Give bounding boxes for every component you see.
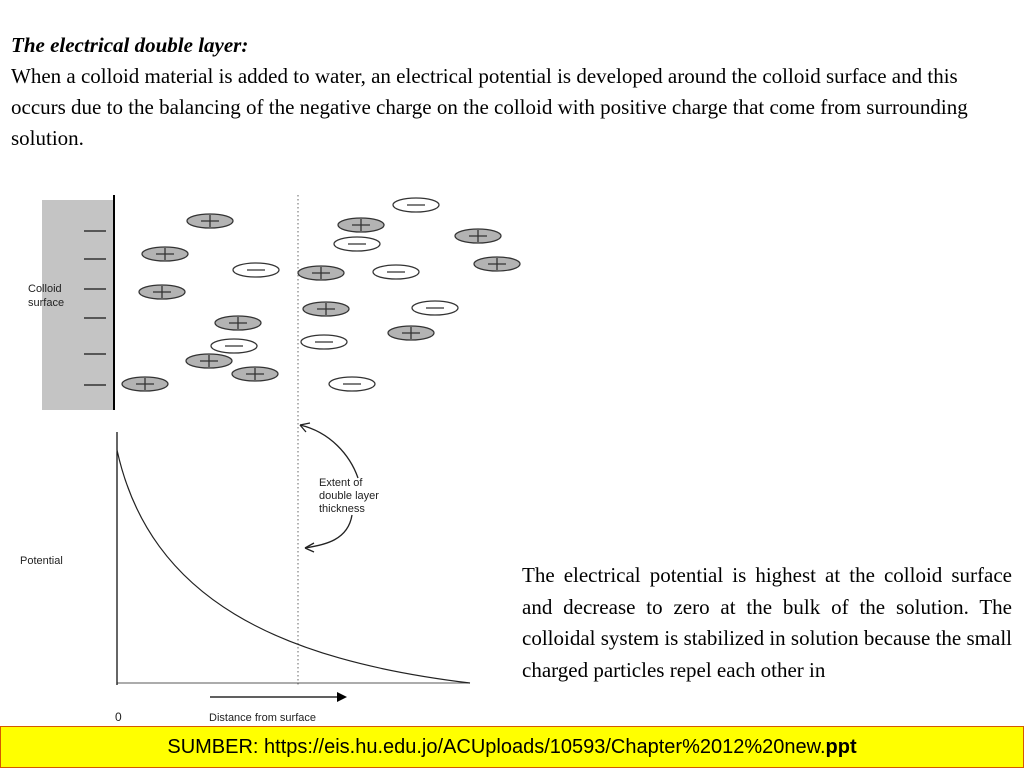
heading-block: The electrical double layer: When a coll… [11,30,1011,154]
double-layer-annotation: Extent of double layer thickness [299,422,382,553]
annotation-arrow [299,424,359,479]
annotation-arrow [304,514,353,549]
annotation-label: Extent of double layer thickness [319,477,382,515]
negative-ion [333,236,381,252]
positive-ion [302,301,350,317]
explanation-paragraph: The electrical potential is highest at t… [522,563,1012,682]
positive-ion [138,284,186,300]
negative-ion [411,300,459,316]
negative-ion [210,338,258,354]
positive-ion [141,246,189,262]
negative-ion [300,334,348,350]
positive-ions [121,213,521,392]
positive-ion [387,325,435,341]
potential-curve [116,449,471,684]
intro-paragraph: When a colloid material is added to wate… [11,64,968,150]
origin-label: 0 [115,710,122,724]
positive-ion [337,217,385,233]
colloid-label: Colloid surface [28,283,65,309]
positive-ion [214,315,262,331]
negative-ion [392,197,440,213]
distance-axis-label: Distance from surface [209,712,316,724]
potential-axis-label: Potential [20,555,63,567]
positive-ion [185,353,233,369]
source-extension: ppt [825,735,857,758]
section-title: The electrical double layer: [11,33,249,57]
source-url: SUMBER: https://eis.hu.edu.jo/ACUploads/… [167,735,826,758]
positive-ion [454,228,502,244]
positive-ion [231,366,279,382]
positive-ion [186,213,234,229]
negative-ion [328,376,376,392]
positive-ion [473,256,521,272]
source-citation-bar: SUMBER: https://eis.hu.edu.jo/ACUploads/… [0,726,1024,768]
positive-ion [297,265,345,281]
colloid-block [42,200,114,410]
positive-ion [121,376,169,392]
surface-negative-charges [84,230,106,386]
negative-ion [372,264,420,280]
negative-ions [210,197,459,392]
double-layer-figure: Colloid surface Extent [20,195,521,724]
negative-ion [232,262,280,278]
